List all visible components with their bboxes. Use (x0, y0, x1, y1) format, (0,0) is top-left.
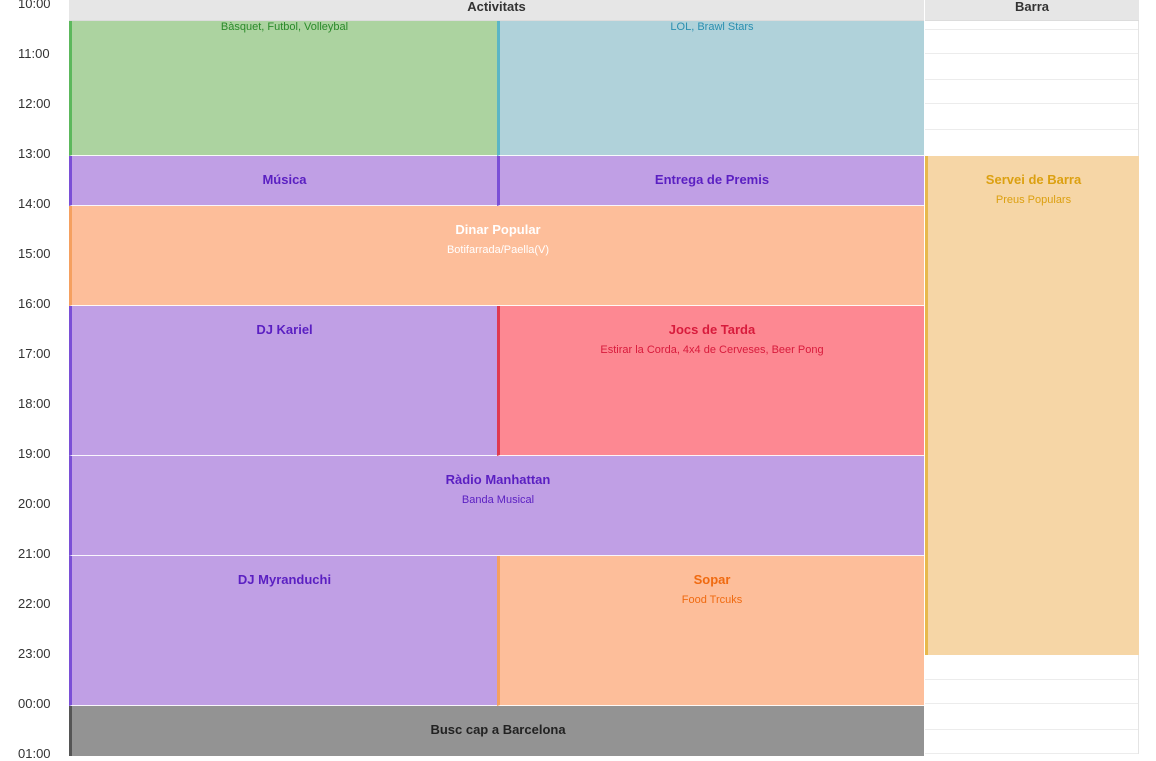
time-label: 20:00 (18, 496, 51, 511)
event-title: DJ Kariel (256, 322, 313, 337)
event-title: Dinar Popular (455, 222, 541, 237)
event-title: Música (262, 172, 307, 187)
slot-divider (925, 103, 1138, 104)
event-subtitle: Botifarrada/Paella(V) (446, 244, 550, 256)
event-title: Jocs de Tarda (668, 322, 756, 337)
slot-divider (925, 703, 1138, 704)
event-dj-kariel[interactable]: DJ Kariel (69, 306, 497, 456)
column-header-barra: Barra (925, 0, 1139, 21)
event-sopar[interactable]: Sopar Food Trcuks (497, 556, 924, 706)
time-label: 13:00 (18, 146, 51, 161)
slot-divider (925, 53, 1138, 54)
time-label: 00:00 (18, 696, 51, 711)
event-musica[interactable]: Música (69, 156, 497, 206)
slot-divider (925, 679, 1138, 680)
event-entrega-premis[interactable]: Entrega de Premis (497, 156, 924, 206)
event-title: Busc cap a Barcelona (430, 722, 566, 737)
event-subtitle: Bàsquet, Futbol, Volleybal (220, 21, 349, 33)
event-radio-manhattan[interactable]: Ràdio Manhattan Banda Musical (69, 456, 924, 556)
time-label: 17:00 (18, 346, 51, 361)
time-label: 16:00 (18, 296, 51, 311)
event-title: DJ Myranduchi (237, 572, 332, 587)
slot-divider (925, 79, 1138, 80)
event-esports[interactable]: LOL, Brawl Stars (497, 21, 924, 156)
slot-divider (925, 129, 1138, 130)
event-title: Servei de Barra (985, 172, 1082, 187)
event-bus-barcelona[interactable]: Busc cap a Barcelona (69, 706, 924, 756)
time-label: 10:00 (18, 0, 51, 11)
event-subtitle: Preus Populars (995, 194, 1072, 206)
event-sports[interactable]: Bàsquet, Futbol, Volleybal (69, 21, 497, 156)
event-dinar-popular[interactable]: Dinar Popular Botifarrada/Paella(V) (69, 206, 924, 306)
event-subtitle: Food Trcuks (681, 594, 743, 606)
event-subtitle: LOL, Brawl Stars (670, 21, 754, 33)
time-label: 18:00 (18, 396, 51, 411)
slot-divider (925, 753, 1138, 754)
slot-divider (925, 729, 1138, 730)
event-dj-myranduchi[interactable]: DJ Myranduchi (69, 556, 497, 706)
time-label: 21:00 (18, 546, 51, 561)
time-axis: 10:00 11:00 12:00 13:00 14:00 15:00 16:0… (0, 0, 60, 761)
event-subtitle: Estirar la Corda, 4x4 de Cerveses, Beer … (600, 344, 824, 356)
event-jocs-de-tarda[interactable]: Jocs de Tarda Estirar la Corda, 4x4 de C… (497, 306, 924, 456)
slot-divider (925, 29, 1138, 30)
event-servei-de-barra[interactable]: Servei de Barra Preus Populars (925, 156, 1139, 655)
time-label: 15:00 (18, 246, 51, 261)
time-label: 23:00 (18, 646, 51, 661)
event-title: Ràdio Manhattan (445, 472, 551, 487)
time-label: 11:00 (18, 46, 50, 61)
time-label: 12:00 (18, 96, 51, 111)
column-header-activitats: Activitats (69, 0, 924, 21)
time-label: 19:00 (18, 446, 51, 461)
time-label: 01:00 (18, 746, 51, 761)
event-subtitle: Banda Musical (461, 494, 535, 506)
time-label: 22:00 (18, 596, 51, 611)
event-title: Entrega de Premis (654, 172, 770, 187)
time-label: 14:00 (18, 196, 51, 211)
activitats-column: Bàsquet, Futbol, Volleybal LOL, Brawl St… (69, 0, 925, 759)
event-title: Sopar (693, 572, 731, 587)
